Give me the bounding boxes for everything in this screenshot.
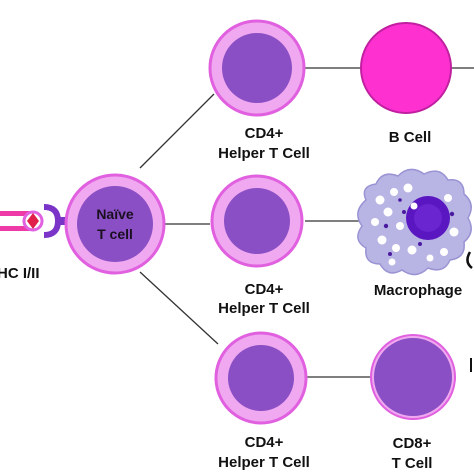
connector-naive-to-bot (139, 271, 219, 345)
cd4-mid-nucleus (224, 188, 290, 254)
cd8-label-line2: T Cell (392, 455, 433, 472)
mhc-fork (43, 204, 62, 238)
naive-t-cell-nucleus (77, 186, 153, 262)
cd4-mid-label-line2: Helper T Cell (218, 300, 310, 317)
cd4-bot-label-line2: Helper T Cell (218, 454, 310, 471)
cd8-nucleus (374, 338, 452, 416)
cd4-top-label-line2: Helper T Cell (218, 145, 310, 162)
connector-lines (139, 67, 474, 378)
macrophage-granules (371, 183, 459, 266)
b-cell-body (360, 22, 452, 114)
macrophage-edge-hook (466, 251, 473, 269)
cd4-helper-t-cell-middle (210, 174, 304, 268)
mhc-antigen (27, 213, 39, 229)
mhc-stem (56, 217, 70, 225)
naive-t-cell-label-line1: Naïve (96, 206, 134, 222)
b-cell (360, 22, 452, 114)
naive-t-cell-label-line2: T cell (97, 226, 133, 242)
connector-naive-to-top (139, 93, 215, 169)
cd4-bot-nucleus (228, 345, 294, 411)
cd4-top-nucleus (222, 33, 292, 103)
cd8-t-cell (370, 334, 456, 420)
macrophage-dots (383, 198, 455, 256)
macrophage (357, 168, 472, 276)
cd4-helper-t-cell-top (208, 19, 306, 117)
b-cell-label: B Cell (389, 129, 432, 146)
cd8-label-line1: CD8+ (393, 435, 432, 452)
cd4-helper-t-cell-bottom (214, 331, 308, 425)
mhc-bar-lower (0, 226, 30, 231)
naive-t-cell (64, 173, 166, 275)
cd4-bot-label-line1: CD4+ (245, 434, 284, 451)
cd4-top-label-line1: CD4+ (245, 125, 284, 142)
macrophage-nucleus-highlight (414, 204, 442, 232)
mhc-bar-upper (0, 211, 30, 216)
mhc-receptor (0, 204, 70, 238)
cd4-mid-label-line1: CD4+ (245, 281, 284, 298)
mhc-label: HC I/II (0, 265, 40, 282)
macrophage-label: Macrophage (374, 282, 462, 299)
cd8-edge-mark (470, 358, 472, 372)
